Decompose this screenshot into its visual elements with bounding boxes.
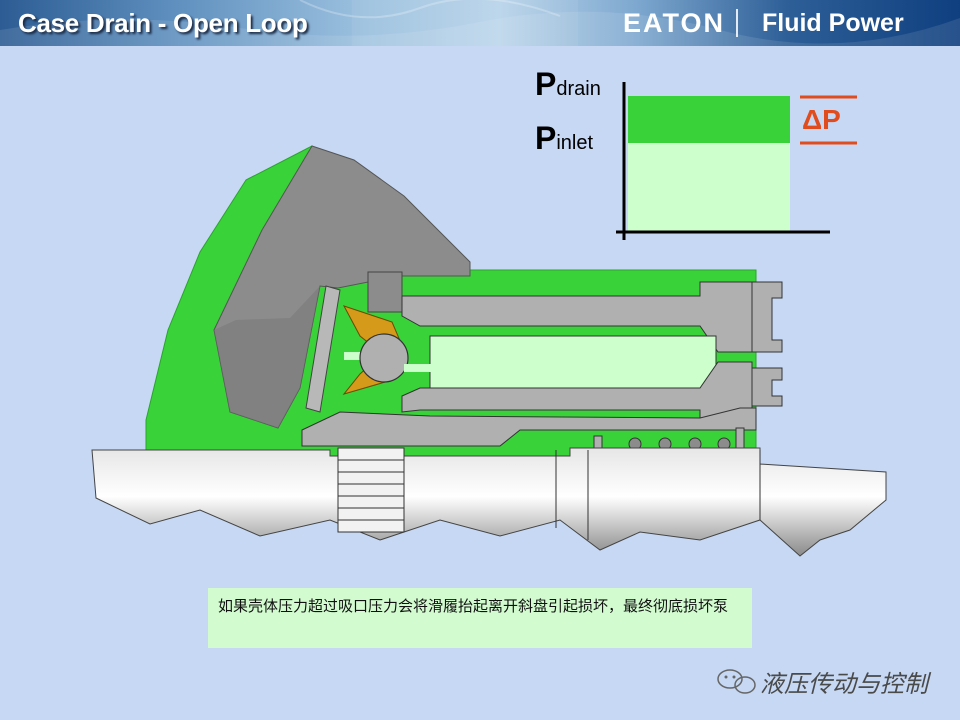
drain-pressure-bar bbox=[628, 96, 790, 143]
slipper-port bbox=[344, 352, 368, 360]
retainer-block bbox=[367, 271, 403, 313]
swashplate bbox=[305, 285, 341, 413]
piston-passage bbox=[404, 364, 432, 372]
caption-box: 如果壳体压力超过吸口压力会将滑履抬起离开斜盘引起损坏，最终彻底损坏泵 bbox=[208, 588, 752, 648]
brand-subtitle: Fluid Power bbox=[762, 9, 904, 37]
housing-shadow bbox=[214, 286, 320, 428]
pump-cross-section bbox=[91, 145, 887, 557]
label-p-drain-letter: P bbox=[535, 66, 557, 102]
slide-header: Case Drain - Open Loop EATON Fluid Power bbox=[0, 0, 960, 46]
drive-shaft bbox=[91, 447, 887, 557]
bearing-balls bbox=[593, 427, 745, 455]
barrel-base bbox=[301, 407, 757, 447]
label-p-inlet: Pinlet bbox=[535, 120, 593, 157]
watermark-text: 液压传动与控制 bbox=[760, 671, 928, 698]
pressure-chart bbox=[616, 82, 857, 240]
logo-divider bbox=[736, 9, 738, 37]
eaton-logo: EATON bbox=[623, 8, 726, 38]
label-p-inlet-letter: P bbox=[535, 120, 557, 156]
shaft-spline bbox=[337, 447, 761, 540]
piston-chamber bbox=[429, 335, 717, 389]
inlet-pressure-bar bbox=[628, 143, 790, 231]
cylinder-barrel-upper bbox=[401, 281, 753, 353]
port-plate-upper bbox=[751, 281, 783, 353]
label-p-drain: Pdrain bbox=[535, 66, 601, 103]
piston-ball bbox=[359, 333, 409, 383]
wechat-icon bbox=[717, 669, 756, 694]
delta-p-label: ΔP bbox=[802, 104, 841, 135]
slide-title: Case Drain - Open Loop bbox=[18, 8, 308, 38]
label-p-inlet-sub: inlet bbox=[556, 132, 594, 154]
header-background-art bbox=[0, 0, 960, 46]
label-p-drain-sub: drain bbox=[556, 78, 601, 100]
port-plate-lower bbox=[751, 367, 783, 407]
